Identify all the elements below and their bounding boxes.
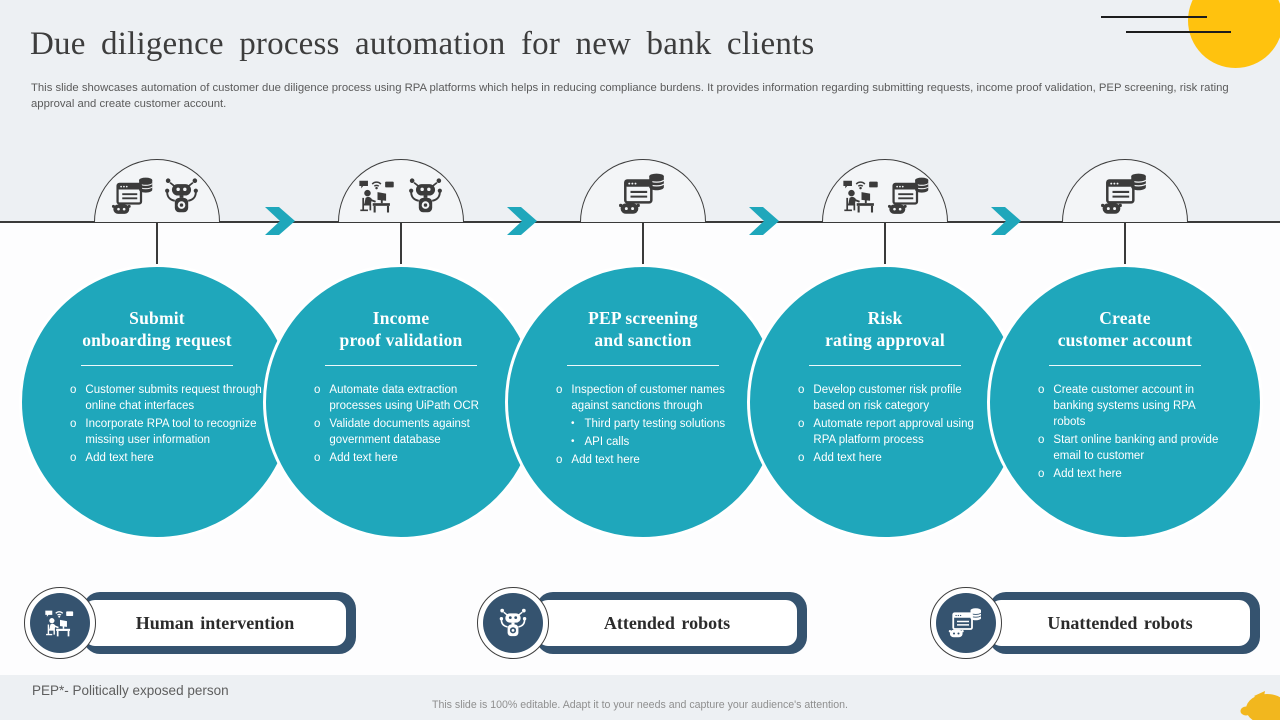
slide-subtitle: This slide showcases automation of custo… [31, 82, 1229, 111]
chevron-right-icon [507, 207, 537, 235]
connector-line [642, 222, 644, 266]
chevron-right-icon [991, 207, 1021, 235]
legend-icon-ring [930, 587, 1002, 659]
human-at-desk-icon [839, 175, 884, 217]
piggy-bank-icon [1240, 691, 1280, 720]
decor-line [1126, 31, 1231, 33]
step-icon-dome-2 [338, 159, 464, 222]
rpa-document-database-icon [1100, 171, 1150, 217]
title-separator [809, 364, 961, 366]
page-title: Due diligence process automation for new… [30, 26, 815, 62]
attended-robot-icon [159, 175, 204, 217]
legend-icon-ring [24, 587, 96, 659]
step-title: PEP screening and sanction [588, 308, 698, 351]
rpa-document-database-icon [618, 171, 668, 217]
legend-label: Attended robots [536, 599, 798, 647]
legend-label: Unattended robots [989, 599, 1251, 647]
legend-pill: Unattended robots [989, 592, 1260, 654]
rpa-document-database-icon [111, 175, 156, 217]
yellow-corner-circle [1188, 0, 1280, 68]
legend-unattended-robots: Unattended robots [930, 585, 1260, 661]
connector-line [1124, 222, 1126, 266]
rpa-document-database-icon [887, 175, 932, 217]
legend-icon-disc [483, 593, 543, 653]
chevron-right-icon [265, 207, 295, 235]
attended-robot-icon [495, 606, 531, 640]
step-title: Income proof validation [339, 308, 463, 351]
title-separator [1049, 364, 1201, 366]
step-title: Risk rating approval [825, 308, 945, 351]
rpa-document-database-icon [948, 606, 984, 640]
title-separator [81, 364, 233, 366]
step-icon-dome-4 [822, 159, 948, 222]
step-title: Submit onboarding request [82, 308, 232, 351]
legend-icon-disc [30, 593, 90, 653]
sub-bullet-item: •API calls [571, 436, 630, 449]
connector-line [156, 222, 158, 266]
legend-label: Human intervention [83, 599, 347, 647]
step-icon-dome-3 [580, 159, 706, 222]
human-at-desk-icon [355, 175, 400, 217]
legend-pill: Attended robots [536, 592, 807, 654]
sub-bullet-item: •Third party testing solutions [571, 417, 726, 430]
legend-human-intervention: Human intervention [24, 585, 356, 661]
human-at-desk-icon [42, 606, 78, 640]
pep-footnote: PEP*- Politically exposed person [32, 683, 229, 698]
legend-icon-ring [477, 587, 549, 659]
step-icon-dome-1 [94, 159, 220, 222]
legend-attended-robots: Attended robots [477, 585, 807, 661]
step-icon-dome-5 [1062, 159, 1188, 222]
chevron-right-icon [749, 207, 779, 235]
connector-line [884, 222, 886, 266]
legend-icon-disc [936, 593, 996, 653]
title-separator [567, 364, 719, 366]
step-title: Create customer account [1057, 308, 1193, 351]
legend-pill: Human intervention [83, 592, 356, 654]
decor-line [1101, 16, 1207, 18]
title-separator [325, 364, 477, 366]
editable-note: This slide is 100% editable. Adapt it to… [431, 699, 849, 711]
attended-robot-icon [403, 175, 448, 217]
connector-line [400, 222, 402, 266]
